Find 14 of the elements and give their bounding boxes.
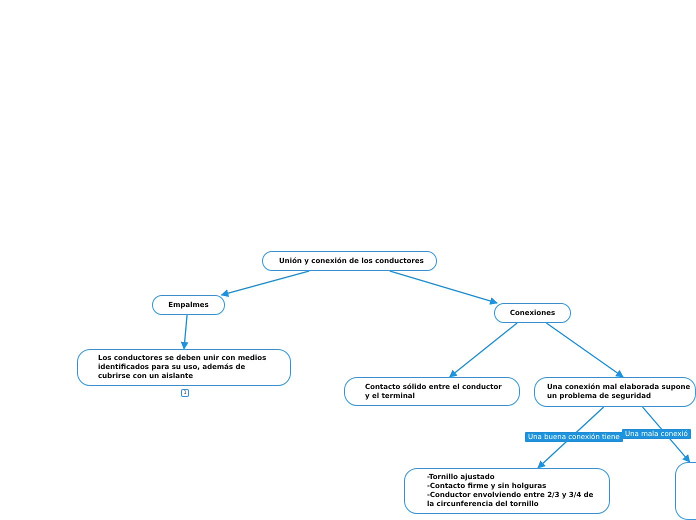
topic-box bbox=[152, 295, 225, 315]
topic-box bbox=[344, 377, 520, 406]
arrow bbox=[220, 270, 310, 297]
arrow bbox=[390, 270, 498, 305]
arrow bbox=[546, 322, 624, 378]
topic-box bbox=[494, 303, 571, 323]
arrow bbox=[537, 406, 604, 469]
topic-box bbox=[404, 468, 610, 514]
arrow bbox=[449, 322, 518, 378]
arrow bbox=[180, 314, 188, 350]
topic-box bbox=[534, 377, 696, 407]
topic-box bbox=[262, 251, 437, 271]
topic-box bbox=[77, 349, 291, 386]
topic-box bbox=[675, 462, 696, 520]
